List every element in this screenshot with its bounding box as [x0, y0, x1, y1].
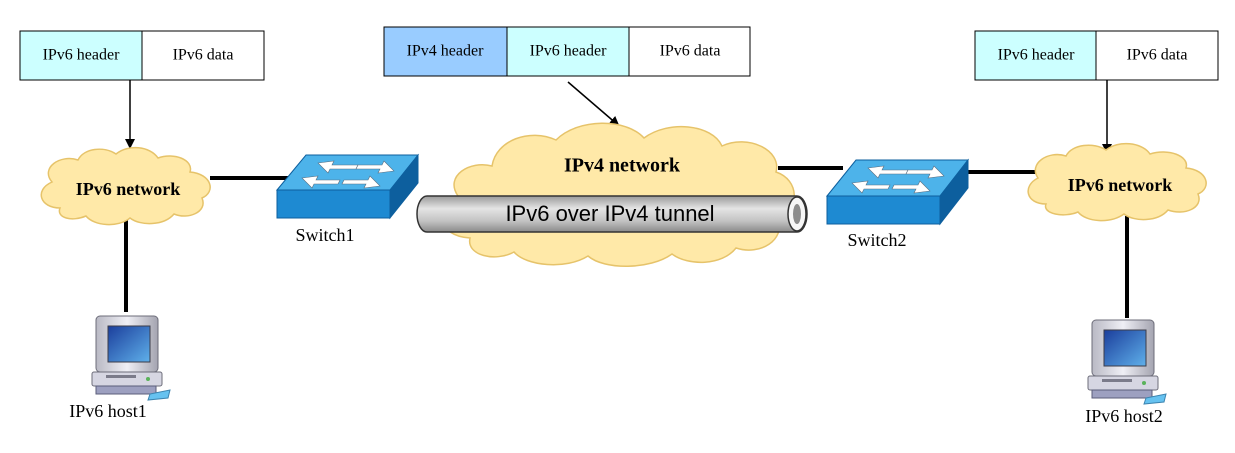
- switch1-front: [276, 189, 391, 219]
- switch1-side: [389, 153, 419, 220]
- packet-arrows: [125, 80, 1112, 154]
- host2: IPv6 host2: [1085, 319, 1167, 426]
- switch2-side: [939, 158, 969, 226]
- switch1-arrows-icon: [301, 160, 395, 189]
- host2-label: IPv6 host2: [1085, 406, 1163, 426]
- packet-left-cell-1: [141, 30, 265, 81]
- packet-left-label-1: IPv6 data: [173, 47, 234, 64]
- tunnel-body: [416, 195, 808, 233]
- switch2: Switch2: [825, 158, 970, 250]
- switch2-label: Switch2: [847, 230, 906, 250]
- host1: IPv6 host1: [69, 315, 171, 421]
- packet-left-label-0: IPv6 header: [43, 47, 121, 64]
- connections: [124, 166, 1129, 318]
- host2-computer-icon: [1087, 319, 1167, 405]
- packet-left: IPv6 header IPv6 data: [19, 30, 265, 81]
- host1-computer-icon: [91, 315, 171, 401]
- packet-middle: IPv4 header IPv6 header IPv6 data: [383, 26, 751, 77]
- packet-middle-label-2: IPv6 data: [660, 43, 721, 60]
- cloud-right: IPv6 network: [1027, 142, 1207, 222]
- packet-middle-label-1: IPv6 header: [530, 43, 608, 60]
- packet-right-cell-1: [1095, 30, 1219, 81]
- tunnel: IPv6 over IPv4 tunnel: [416, 195, 808, 233]
- switch1: Switch1: [275, 153, 420, 245]
- cloud-right-label: IPv6 network: [1068, 175, 1173, 195]
- cloud-left-shape: [40, 146, 211, 226]
- switch1-label: Switch1: [295, 225, 354, 245]
- switch2-front: [826, 195, 941, 225]
- cloud-left-label: IPv6 network: [76, 179, 181, 199]
- cloud-right-shape: [1027, 142, 1207, 222]
- tunnel-label: IPv6 over IPv4 tunnel: [505, 201, 714, 226]
- arrow-middle-packet-down: [567, 81, 620, 127]
- packet-right-label-0: IPv6 header: [998, 47, 1076, 64]
- packet-middle-label-0: IPv4 header: [407, 43, 485, 60]
- cloud-middle-shape: [440, 122, 795, 267]
- packet-middle-cell-2: [628, 26, 751, 77]
- cloud-middle: IPv4 network: [440, 122, 795, 267]
- packet-left-cell-0: [19, 30, 143, 81]
- packet-right-cell-0: [974, 30, 1097, 81]
- cloud-left: IPv6 network: [40, 146, 211, 226]
- host1-label: IPv6 host1: [69, 401, 147, 421]
- switch2-arrows-icon: [851, 165, 945, 194]
- packet-right: IPv6 header IPv6 data: [974, 30, 1219, 81]
- packet-right-label-1: IPv6 data: [1127, 47, 1188, 64]
- tunnel-end-hole: [793, 204, 801, 224]
- cloud-middle-label: IPv4 network: [564, 155, 681, 177]
